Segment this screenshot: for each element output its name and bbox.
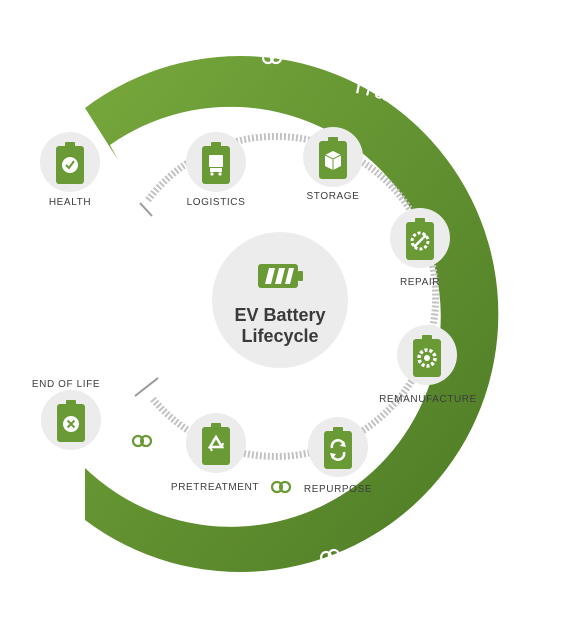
check-badge-icon (62, 157, 78, 173)
stage-end-of-life: END OF LIFE (32, 379, 101, 450)
outer-ring (85, 55, 499, 572)
center-hub: EV Battery Lifecycle (212, 232, 348, 368)
stage-storage: STORAGE (303, 127, 363, 202)
truck-icon (209, 155, 223, 176)
certificate-icon (437, 492, 453, 512)
battery-icon (258, 264, 303, 288)
gear-icon (417, 348, 437, 368)
wrench-gear-icon (410, 231, 430, 251)
stage-label: STORAGE (307, 191, 360, 202)
stage-label: REPAIR (400, 277, 440, 288)
chain-link-icon (131, 434, 153, 448)
chain-link-icon (270, 480, 292, 494)
chain-link-icon (514, 235, 528, 257)
stage-label: PRETREATMENT (171, 482, 259, 493)
inner-dashed-ring (134, 132, 440, 460)
recycle-icon (207, 434, 225, 452)
box-icon (324, 151, 342, 170)
chain-link-icon (320, 548, 340, 564)
stage-repurpose: REPURPOSE (304, 417, 372, 495)
center-title-line2: Lifecycle (241, 326, 318, 346)
center-title-line1: EV Battery (234, 305, 325, 325)
stage-label: END OF LIFE (32, 379, 100, 390)
magnifier-icon (362, 62, 382, 82)
stage-pretreatment: PRETREATMENT (171, 413, 259, 493)
stage-label: REMANUFACTURE (379, 394, 477, 405)
stage-repair: REPAIR (390, 208, 450, 288)
chain-link-icon (261, 51, 283, 65)
stage-label: LOGISTICS (187, 197, 246, 208)
stage-label: HEALTH (49, 197, 91, 208)
stage-health: HEALTH (40, 132, 100, 208)
x-circle-icon (63, 416, 79, 432)
stage-label: REPURPOSE (304, 484, 372, 495)
stage-logistics: LOGISTICS (186, 132, 246, 208)
cycle-arrows-icon (330, 439, 346, 461)
stage-remanufacture: REMANUFACTURE (379, 325, 477, 405)
